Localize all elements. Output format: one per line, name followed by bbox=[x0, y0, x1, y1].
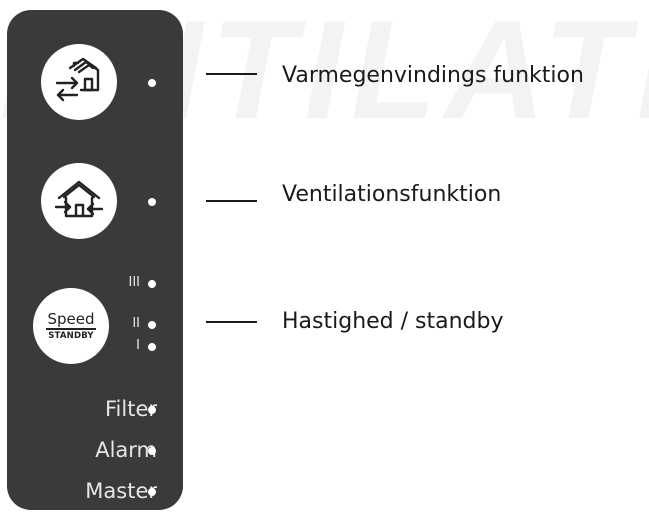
master-indicator bbox=[148, 488, 156, 496]
house-flow-icon bbox=[54, 180, 104, 218]
speed-level-2-label: II bbox=[132, 316, 140, 331]
speed-divider bbox=[46, 328, 96, 330]
house-arrows-icon bbox=[55, 57, 100, 102]
speed-level-1-label: I bbox=[136, 338, 140, 353]
control-panel: Speed STANDBY III II I Filter Alarm Mast… bbox=[7, 10, 183, 510]
alarm-label: Alarm bbox=[95, 438, 157, 462]
speed-standby-label: Speed STANDBY bbox=[46, 311, 96, 341]
standby-label: STANDBY bbox=[48, 330, 94, 341]
ventilation-button[interactable] bbox=[41, 163, 117, 239]
speed-level-2-indicator bbox=[148, 321, 156, 329]
speed-standby-button[interactable]: Speed STANDBY bbox=[33, 288, 109, 364]
speed-standby-leader-line bbox=[206, 321, 257, 323]
ventilation-callout: Ventilationsfunktion bbox=[282, 182, 502, 207]
ventilation-indicator bbox=[148, 198, 156, 206]
ventilation-leader-line bbox=[206, 200, 257, 202]
heat-recovery-leader-line bbox=[206, 73, 257, 75]
filter-indicator bbox=[148, 406, 156, 414]
speed-level-1-indicator bbox=[148, 343, 156, 351]
speed-level-3-label: III bbox=[128, 275, 140, 290]
heat-recovery-callout: Varmegenvindings funktion bbox=[282, 63, 584, 88]
alarm-indicator bbox=[148, 447, 156, 455]
speed-label: Speed bbox=[47, 310, 95, 329]
master-label: Master bbox=[85, 479, 157, 503]
speed-level-3-indicator bbox=[148, 280, 156, 288]
speed-standby-callout: Hastighed / standby bbox=[282, 309, 504, 334]
heat-recovery-indicator bbox=[148, 79, 156, 87]
heat-recovery-button[interactable] bbox=[41, 44, 117, 120]
